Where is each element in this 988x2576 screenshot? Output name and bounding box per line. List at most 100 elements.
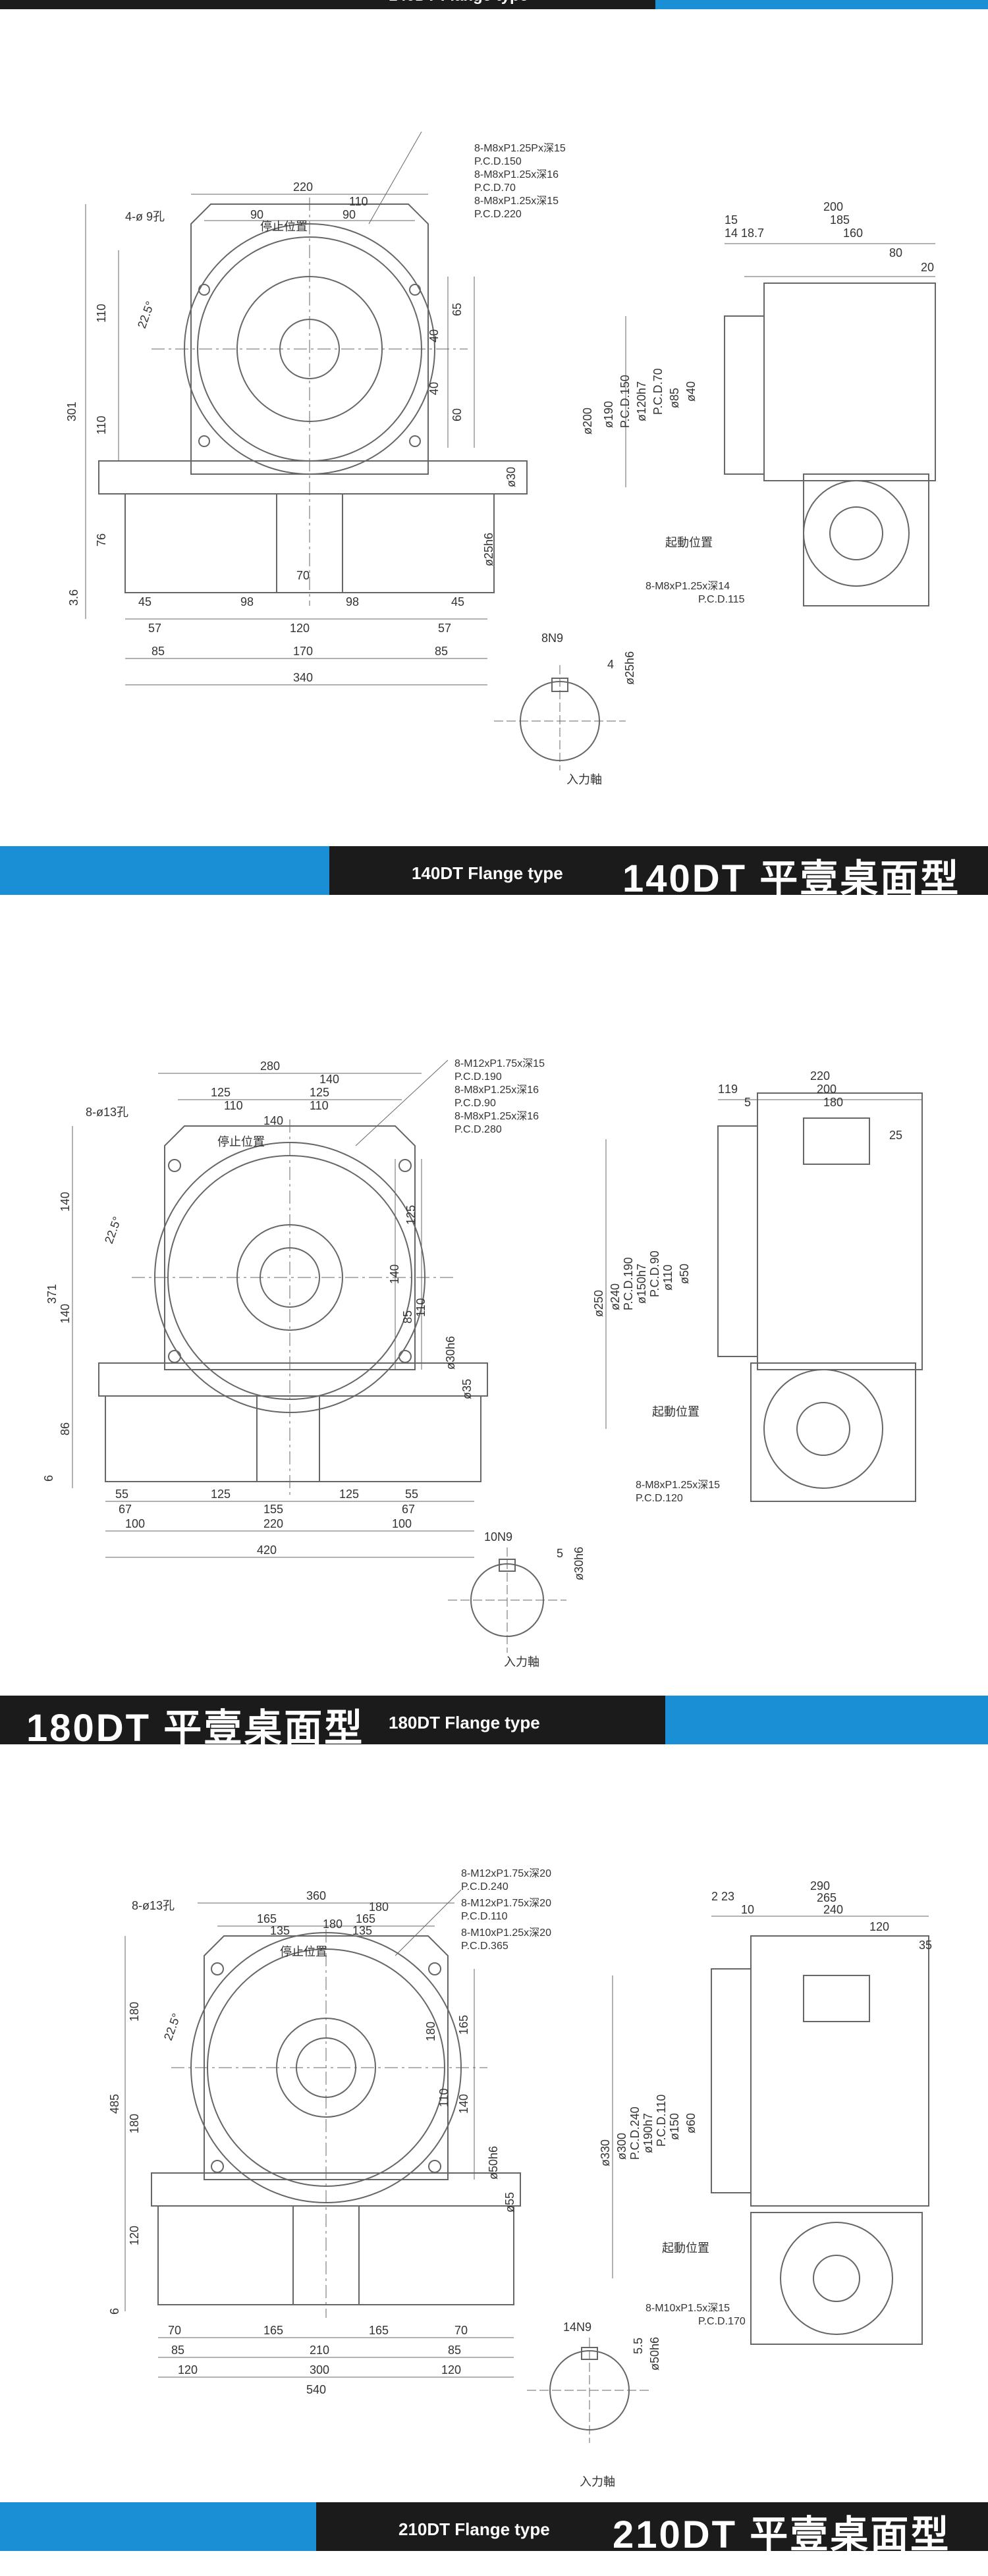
d180-front-top-4: 110: [224, 1099, 243, 1112]
d140-front-left-0: 110: [95, 304, 108, 323]
d140-front-right-4: ø30: [505, 467, 518, 487]
d180-front-left-3: 86: [59, 1422, 72, 1436]
banner-140dt: 140DT Flange type 140DT 平壹桌面型: [0, 846, 988, 895]
d140-side-left-3: ø120h7: [635, 381, 648, 421]
drawing-140dt-svg: 停止位置 起動位置 入力軸 4-ø 9孔 22.5° 8-M8xP1.25Px深…: [65, 131, 936, 786]
d140-side-top-7: 18.7: [741, 227, 764, 240]
d140-front-bottom-1: 45: [138, 595, 151, 608]
d210-front-top-5: 135: [352, 1924, 372, 1937]
banner-140dt-en: 140DT Flange type: [412, 863, 563, 883]
d180-front-right-5: ø35: [460, 1379, 474, 1399]
d140-side-left-1: ø190: [602, 401, 615, 428]
d180-stop-position: 停止位置: [217, 1135, 265, 1148]
d210-note-5: P.C.D.365: [461, 1941, 508, 1952]
d210-mount-pcd: P.C.D.170: [698, 2316, 746, 2327]
d210-front-top-0: 360: [306, 1889, 326, 1902]
d180-front-bottom-1: 125: [211, 1488, 231, 1501]
d180-side-top-4: 1: [718, 1083, 725, 1096]
d180-note-4: 8-M8xP1.25x深16: [454, 1110, 539, 1122]
d140-shaft-front: ø25h6: [482, 533, 495, 566]
d140-front-right-0: 65: [451, 303, 464, 316]
d140-front-left-1: 110: [95, 416, 108, 435]
d140-front-left-2: 301: [65, 402, 78, 421]
d140-front-top-3: 90: [343, 208, 356, 221]
d180-side-left-5: ø110: [661, 1264, 674, 1291]
d140-side-top-3: 80: [889, 246, 902, 259]
d140-front-bottom-6: 120: [290, 622, 310, 635]
d140-start-position: 起動位置: [665, 536, 713, 549]
d140-note-2: 8-M8xP1.25x深16: [474, 169, 559, 180]
banner-210dt: 210DT Flange type 210DT 平壹桌面型: [0, 2502, 988, 2551]
drawing-180dt: 停止位置 起動位置 入力軸 8-ø13孔 22.5° 8-M12xP1.75x深…: [0, 909, 988, 1686]
d140-key: 8N9: [541, 631, 563, 645]
d140-stop-position: 停止位置: [260, 220, 308, 233]
drawing-180dt-svg: 停止位置 起動位置 入力軸 8-ø13孔 22.5° 8-M12xP1.75x深…: [42, 1058, 923, 1669]
d140-side-top-1: 185: [830, 213, 850, 227]
d180-front-top-3: 125: [310, 1086, 329, 1099]
d210-key: 14N9: [563, 2321, 591, 2334]
d210-side-top-4: 35: [919, 1939, 932, 1952]
d180-front-bottom-9: 100: [392, 1517, 412, 1530]
d210-start-position: 起動位置: [662, 2241, 709, 2255]
d180-side-left-3: ø150h7: [635, 1264, 648, 1304]
d140-front-bottom-5: 57: [148, 622, 161, 635]
d210-front-top-6: 180: [323, 1918, 343, 1931]
d180-front-left-2: 371: [45, 1284, 59, 1304]
d210-side-left-1: ø300: [615, 2133, 628, 2160]
d180-side-left-4: P.C.D.90: [648, 1250, 661, 1297]
d140-front-bottom-4: 45: [451, 595, 464, 608]
d140-note-5: P.C.D.220: [474, 209, 522, 220]
d210-front-left-4: 6: [108, 2308, 121, 2315]
d210-side-left-4: P.C.D.110: [655, 2095, 668, 2147]
d140-front-bottom-11: 340: [293, 671, 313, 684]
d180-side-left-1: ø240: [609, 1283, 622, 1310]
banner-180dt-en: 180DT Flange type: [389, 1713, 540, 1732]
d210-front-right-2: 140: [457, 2094, 470, 2114]
d210-front-left-2: 485: [108, 2094, 121, 2114]
d210-side-left-5: ø150: [668, 2113, 681, 2140]
d180-note-3: P.C.D.90: [454, 1098, 496, 1109]
d180-input-shaft: 入力軸: [504, 1655, 539, 1669]
d180-start-position: 起動位置: [652, 1405, 700, 1418]
d210-note-1: P.C.D.240: [461, 1881, 508, 1892]
d210-side-top-5: 2: [711, 1890, 718, 1903]
d180-hole: 8-ø13孔: [86, 1106, 128, 1119]
d180-front-right-4: ø30h6: [444, 1336, 457, 1370]
d210-front-top-3: 165: [356, 1912, 375, 1925]
banner-top-en: 140DT Flange type: [389, 0, 528, 5]
d140-front-bottom-7: 57: [438, 622, 451, 635]
d210-input-shaft: 入力軸: [580, 2475, 615, 2488]
d210-front-bottom-1: 165: [263, 2324, 283, 2337]
d210-front-bottom-0: 70: [168, 2324, 181, 2337]
drawing-210dt-svg: 停止位置 起動位置 入力軸 8-ø13孔 22.5° 8-M12xP1.75x深…: [108, 1867, 932, 2488]
d210-front-bottom-4: 85: [171, 2344, 184, 2357]
d180-front-right-0: 125: [404, 1205, 418, 1225]
d180-front-right-1: 140: [388, 1264, 401, 1284]
d180-note-5: P.C.D.280: [454, 1124, 502, 1135]
d210-front-bottom-5: 210: [310, 2344, 329, 2357]
d140-mount-note: 8-M8xP1.25x深14: [645, 580, 730, 592]
d180-note-2: 8-M8xP1.25x深16: [454, 1084, 539, 1096]
d140-key-depth: 4: [607, 658, 614, 671]
d180-note-0: 8-M12xP1.75x深15: [454, 1058, 545, 1069]
banner-210dt-en: 210DT Flange type: [398, 2519, 550, 2539]
d180-side-top-2: 180: [823, 1096, 843, 1109]
d210-side-top-0: 290: [810, 1879, 830, 1892]
d140-input-shaft: 入力軸: [566, 773, 602, 786]
d140-side-top-4: 20: [921, 261, 934, 274]
d140-side-left-0: ø200: [581, 408, 594, 435]
d210-front-right-3: 110: [437, 2088, 451, 2107]
d210-side-top-1: 265: [817, 1891, 837, 1904]
d210-angle: 22.5°: [161, 2012, 183, 2043]
d140-front-right-2: 40: [427, 382, 441, 395]
d140-front-left-3: 76: [95, 533, 108, 547]
d180-front-top-6: 140: [263, 1114, 283, 1127]
d140-hole: 4-ø 9孔: [125, 210, 165, 223]
d140-front-bottom-10: 85: [435, 645, 448, 658]
d140-front-top-0: 220: [293, 180, 313, 194]
d180-front-bottom-2: 125: [339, 1488, 359, 1501]
d180-side-top-5: 19: [725, 1083, 738, 1096]
d210-key-depth: 5.5: [632, 2338, 645, 2354]
d140-front-left-4: 3.6: [67, 589, 80, 606]
d140-side-top-5: 15: [725, 213, 738, 227]
